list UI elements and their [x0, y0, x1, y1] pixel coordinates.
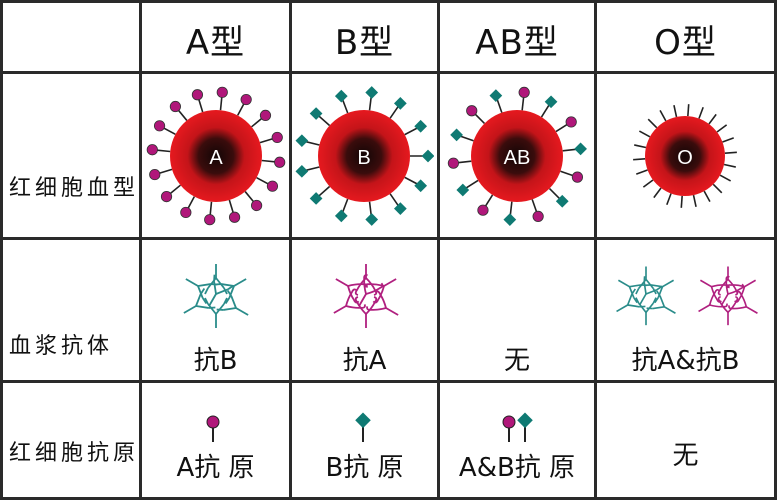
col-header-label: O型 [654, 23, 717, 63]
antigen-a-marker [146, 144, 158, 156]
antigen-a-marker [204, 214, 216, 226]
antigen-a-marker [240, 93, 252, 106]
antigen-caption: 无 [672, 441, 699, 471]
antigen-a-marker [477, 204, 489, 216]
antigen-a-marker [274, 156, 286, 168]
antigen-b-marker [365, 213, 379, 226]
antibody-caption: 抗A&抗B [631, 346, 740, 376]
row-header-label: 红细胞血型 [9, 176, 140, 201]
antigen-b-marker [309, 192, 323, 205]
antigen-b-marker [393, 96, 407, 110]
antigen-caption: B抗 原 [325, 453, 404, 483]
antigen-a-marker [271, 131, 283, 144]
rbc-o-icon: O [633, 104, 737, 208]
antibody-anti-a-icon [333, 264, 399, 328]
stub-spikes [633, 104, 737, 208]
antibody-cell-b: 抗A [289, 237, 440, 383]
antigen-b-marker [334, 209, 348, 223]
antigen-b-marker [295, 164, 309, 178]
antigen-a-marker [228, 211, 241, 223]
col-header-label: A型 [185, 23, 246, 63]
row-header-label: 红细胞抗原 [9, 441, 140, 466]
antibody-cell-ab: 无 [437, 237, 597, 383]
antigen-b-marker [295, 134, 309, 148]
corner-cell [0, 0, 142, 74]
antigen-caption: A&B抗 原 [458, 453, 576, 483]
antibody-caption: 无 [503, 346, 530, 376]
col-header-b: B型 [289, 0, 440, 74]
antigen-a-marker [160, 191, 173, 203]
antigen-a-marker [571, 171, 584, 183]
row-header-label: 血浆抗体 [9, 334, 114, 359]
col-header-label: B型 [334, 23, 395, 63]
col-header-label: AB型 [475, 23, 559, 63]
rbc-body [645, 116, 725, 196]
col-header-o: O型 [594, 0, 777, 74]
antigen-a-marker [518, 86, 530, 99]
rbc-ab-icon: AB [447, 86, 587, 226]
antigen-a-marker [180, 206, 192, 219]
antibody-anti-b-icon [616, 266, 676, 326]
rbc-label: AB [504, 147, 531, 169]
antigen-b-marker [365, 86, 379, 99]
rbc-body [170, 110, 262, 202]
antigen-a-marker [565, 116, 577, 128]
antigen-a-marker [153, 120, 166, 132]
antigen-b-marker [544, 95, 558, 109]
antigen-b-marker [574, 142, 587, 156]
antibody-anti-a-icon [698, 266, 758, 326]
antigen-cell-b: B抗 原 [289, 380, 440, 500]
col-header-a: A型 [139, 0, 292, 74]
antigen-a-marker [447, 157, 460, 169]
antigen-a-marker [466, 105, 478, 117]
antigen-a-marker [259, 109, 272, 121]
antigen-b-marker [414, 119, 428, 133]
antigen-cell-a: A抗 原 [139, 380, 292, 500]
antigen-b-marker [503, 213, 517, 226]
antigen-b-marker [489, 89, 503, 102]
rbc-cell-a [139, 71, 292, 240]
antigen-a-marker [251, 199, 263, 212]
rbc-label: B [357, 147, 370, 169]
antigen-spikes [146, 86, 286, 226]
antigen-a-icon [206, 415, 220, 442]
antibody-caption: 抗A [342, 346, 387, 376]
rbc-body [471, 110, 563, 202]
col-header-ab: AB型 [437, 0, 597, 74]
antigen-a-marker [169, 100, 181, 113]
antibody-cell-a: 抗B [139, 237, 292, 383]
antigen-caption: A抗 原 [176, 453, 255, 483]
antigen-a-marker [191, 89, 204, 101]
rbc-b-icon: B [295, 86, 434, 226]
antigen-b-icon [517, 412, 533, 442]
antigen-b-marker [334, 89, 348, 103]
antigen-b-marker [414, 179, 428, 193]
rbc-label: O [677, 147, 693, 169]
antigen-a-marker [532, 210, 544, 223]
antigen-a-marker [149, 168, 161, 181]
row-header-antigen: 红细胞抗原 [0, 380, 142, 500]
antibody-cell-o: 抗A&抗B [594, 237, 777, 383]
antigen-cell-o: 无 [594, 380, 777, 500]
antigen-cell-ab: A&B抗 原 [437, 380, 597, 500]
antigen-b-marker [450, 128, 463, 142]
antigen-b-icon [355, 412, 371, 442]
row-header-rbc-type: 红细胞血型 [0, 71, 142, 240]
antigen-b-marker [421, 149, 434, 163]
rbc-a-icon: A [146, 86, 286, 226]
row-header-antibody: 血浆抗体 [0, 237, 142, 383]
antigen-b-marker [456, 183, 470, 197]
antigen-b-marker [393, 202, 407, 216]
rbc-body [318, 110, 410, 202]
antigen-a-marker [216, 86, 228, 98]
antibody-caption: 抗B [193, 346, 238, 376]
antigen-a-marker [266, 180, 279, 192]
antibody-anti-b-icon [183, 264, 249, 328]
rbc-label: A [209, 147, 223, 169]
antigen-a-icon [502, 415, 516, 442]
